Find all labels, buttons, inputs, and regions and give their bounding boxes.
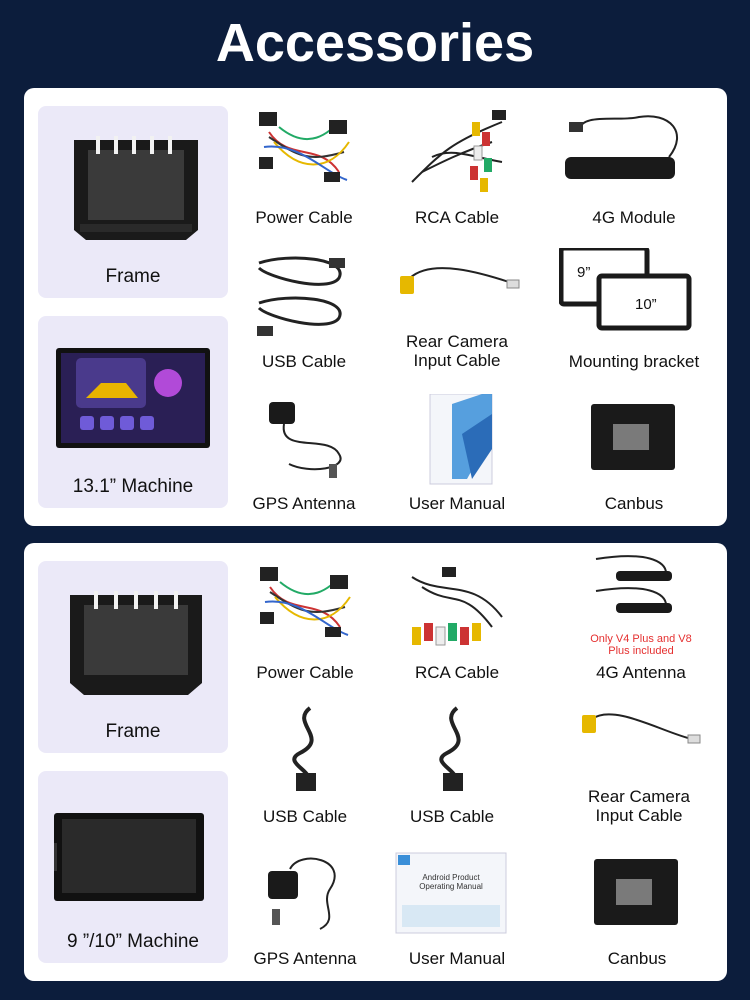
usb-cable-icon bbox=[292, 706, 316, 791]
usb-cable-icon bbox=[257, 256, 345, 336]
frame-card: Frame bbox=[38, 106, 228, 298]
item-label: GPS Antenna bbox=[253, 949, 357, 968]
rca-cable-icon bbox=[411, 110, 506, 192]
machine-label: 13.1” Machine bbox=[72, 476, 194, 497]
rear-camera-cable-icon bbox=[400, 267, 520, 294]
machine-label: 9 ”/10” Machine bbox=[66, 931, 199, 952]
rear-camera-cable-icon bbox=[582, 713, 701, 744]
frame-icon bbox=[70, 591, 202, 695]
bracket-size-9: 9” bbox=[577, 264, 591, 281]
canbus-icon bbox=[594, 859, 678, 925]
item-mounting-bracket: 9” 10” Mounting bracket bbox=[559, 248, 709, 388]
head-unit-screen-icon bbox=[54, 813, 204, 901]
antenna-note: Only V4 Plus and V8 Plus included bbox=[590, 633, 692, 657]
item-canbus: Canbus bbox=[559, 394, 709, 534]
user-manual-icon bbox=[429, 394, 493, 485]
item-user-manual: Android Product Operating Manual User Ma… bbox=[382, 849, 532, 989]
item-usb-cable: USB Cable bbox=[230, 703, 380, 843]
power-cable-icon bbox=[259, 112, 350, 182]
item-label: User Manual bbox=[408, 494, 506, 513]
item-rear-camera-cable: Rear Camera Input Cable bbox=[382, 248, 532, 388]
frame-icon bbox=[74, 136, 198, 240]
manual-title: Android Product Operating Manual bbox=[419, 873, 483, 891]
item-rear-camera-cable: Rear Camera Input Cable bbox=[564, 703, 714, 843]
accessories-panel-1: Frame 13.1” Machine Power Cable RCA Cabl… bbox=[24, 88, 727, 526]
item-rca-cable: RCA Cable bbox=[382, 557, 532, 697]
item-user-manual: User Manual bbox=[382, 394, 532, 534]
gps-antenna-icon bbox=[269, 402, 342, 478]
item-label: Power Cable bbox=[255, 208, 353, 227]
item-label: RCA Cable bbox=[414, 208, 500, 227]
item-label: GPS Antenna bbox=[252, 494, 356, 513]
user-manual-icon bbox=[395, 852, 507, 934]
item-label: Mounting bracket bbox=[568, 352, 700, 371]
rca-cable-icon bbox=[411, 567, 503, 646]
page-title: Accessories bbox=[215, 13, 535, 73]
mounting-bracket-icon bbox=[559, 248, 692, 331]
bracket-size-10: 10” bbox=[635, 296, 657, 313]
item-label: Power Cable bbox=[256, 663, 354, 682]
item-label: USB Cable bbox=[262, 807, 348, 826]
item-label: USB Cable bbox=[261, 352, 347, 371]
item-usb-cable: USB Cable bbox=[377, 703, 527, 843]
item-power-cable: Power Cable bbox=[229, 102, 379, 242]
item-4g-module: 4G Module bbox=[559, 102, 709, 242]
frame-label: Frame bbox=[105, 721, 161, 742]
frame-card: Frame bbox=[38, 561, 228, 753]
item-label: Canbus bbox=[607, 949, 667, 968]
item-label: 4G Module bbox=[592, 208, 676, 227]
item-usb-cable: USB Cable bbox=[229, 248, 379, 388]
accessories-panel-2: Frame 9 ”/10” Machine Power Cable RCA Ca… bbox=[24, 543, 727, 981]
head-unit-screen-icon bbox=[56, 348, 210, 448]
item-4g-antenna: Only V4 Plus and V8 Plus included 4G Ant… bbox=[566, 551, 716, 691]
item-label: RCA Cable bbox=[414, 663, 500, 682]
item-label: Canbus bbox=[604, 494, 664, 513]
usb-cable-icon bbox=[439, 706, 463, 791]
4g-antenna-icon bbox=[595, 555, 672, 613]
power-cable-icon bbox=[260, 567, 351, 637]
item-label: Rear Camera Input Cable bbox=[405, 332, 509, 370]
item-gps-antenna: GPS Antenna bbox=[230, 849, 380, 989]
item-label: Rear Camera Input Cable bbox=[587, 787, 691, 825]
4g-module-icon bbox=[565, 115, 679, 179]
frame-label: Frame bbox=[105, 266, 161, 287]
item-gps-antenna: GPS Antenna bbox=[229, 394, 379, 534]
machine-card: 13.1” Machine bbox=[38, 316, 228, 508]
item-label: User Manual bbox=[408, 949, 506, 968]
gps-antenna-icon bbox=[268, 857, 336, 930]
item-power-cable: Power Cable bbox=[230, 557, 380, 697]
item-rca-cable: RCA Cable bbox=[382, 102, 532, 242]
item-canbus: Canbus bbox=[562, 849, 712, 989]
item-label: USB Cable bbox=[409, 807, 495, 826]
canbus-icon bbox=[591, 404, 675, 470]
item-label: 4G Antenna bbox=[596, 663, 686, 682]
machine-card: 9 ”/10” Machine bbox=[38, 771, 228, 963]
